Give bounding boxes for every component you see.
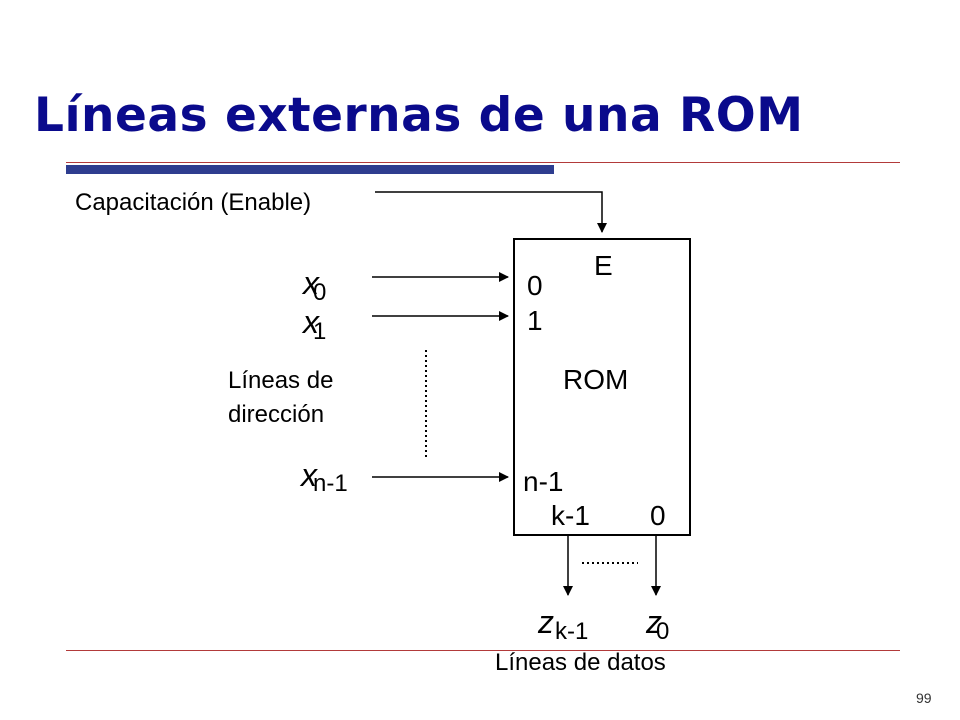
page-number: 99 <box>916 690 932 706</box>
title-accent-bar <box>66 165 554 174</box>
output-zk-var: z <box>538 604 554 640</box>
rom-out-0: 0 <box>650 500 666 531</box>
input-x0-var: x <box>303 265 319 301</box>
output-z0-var: z <box>646 604 662 640</box>
data-lines-label: Líneas de datos <box>495 649 666 676</box>
rom-out-k-1: k-1 <box>551 500 590 531</box>
rom-enable-pin: E <box>594 250 613 281</box>
enable-line <box>375 191 607 233</box>
rom-pin-n-1: n-1 <box>523 466 564 497</box>
rom-box <box>513 238 691 536</box>
footer-divider <box>66 650 900 651</box>
rom-pin-1: 1 <box>527 305 543 336</box>
rom-label: ROM <box>563 364 629 395</box>
page-title: Líneas externas de una ROM <box>34 88 804 143</box>
input-xn-sub: n-1 <box>313 470 348 497</box>
input-x1-var: x <box>303 304 319 340</box>
output-z0-sub: 0 <box>656 618 670 645</box>
input-xn-var: x <box>301 457 317 493</box>
address-lines-label: Líneas de dirección <box>228 367 334 428</box>
input-x0-sub: 0 <box>313 279 327 306</box>
output-zk-sub: k-1 <box>555 618 589 645</box>
title-divider <box>66 162 900 163</box>
enable-label: Capacitación (Enable) <box>75 189 312 216</box>
rom-pin-0: 0 <box>527 270 543 301</box>
input-x1-sub: 1 <box>313 318 327 345</box>
